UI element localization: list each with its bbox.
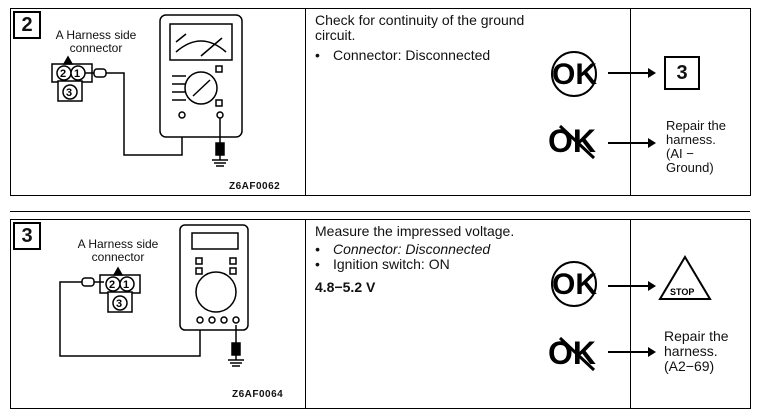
arrow-icon	[608, 347, 656, 357]
digital-tester-icon	[179, 224, 249, 331]
arrow-icon	[608, 138, 656, 148]
ground-icon	[228, 342, 244, 367]
next-step-box: 3	[664, 56, 700, 90]
condition-item: Connector: Disconnected	[315, 242, 490, 257]
pin-label: 2	[60, 68, 66, 80]
ng-badge: OK	[548, 335, 596, 372]
pin-label: 2	[109, 279, 115, 291]
connector-icon	[51, 55, 93, 102]
pin-label: 1	[74, 68, 80, 80]
stop-sign-icon: STOP	[658, 255, 712, 300]
lead-wire	[106, 72, 183, 156]
svg-text:OK: OK	[552, 58, 597, 91]
step-number: 3	[13, 222, 41, 250]
svg-text:OK: OK	[552, 268, 597, 301]
figure-id: Z6AF0064	[232, 389, 284, 400]
condition-item: Connector: Disconnected	[315, 48, 490, 63]
specified-value: 4.8−5.2 V	[315, 279, 376, 295]
connector-icon	[99, 266, 141, 313]
continuity-diagram: 2 1 3	[51, 14, 243, 167]
repair-instruction: Repair the harness. (AI − Ground)	[666, 118, 726, 175]
check-description: Measure the impressed voltage.	[315, 223, 515, 239]
pin-label: 1	[123, 279, 129, 291]
svg-text:STOP: STOP	[670, 287, 694, 297]
ground-icon	[212, 142, 228, 167]
condition-item: Ignition switch: ON	[315, 257, 450, 272]
arrow-icon	[608, 281, 656, 291]
figure-id: Z6AF0062	[229, 181, 281, 192]
lead-wire	[59, 281, 201, 357]
connector-label: A Harness side connector	[77, 237, 159, 264]
analog-tester-icon	[159, 14, 243, 138]
ok-badge: OK	[551, 51, 597, 97]
ok-badge: OK	[551, 261, 597, 307]
voltage-diagram: 2 1 3	[59, 224, 249, 367]
arrow-icon	[608, 68, 656, 78]
connector-label: A Harness side connector	[55, 28, 137, 55]
ng-badge: OK	[548, 123, 596, 160]
check-description: Check for continuity of the ground circu…	[315, 12, 525, 43]
repair-instruction: Repair the harness. (A2−69)	[664, 328, 729, 374]
step-number: 2	[13, 11, 41, 39]
pin-label: 3	[66, 87, 72, 99]
probe-icon	[81, 277, 104, 287]
pin-label: 3	[116, 298, 122, 310]
